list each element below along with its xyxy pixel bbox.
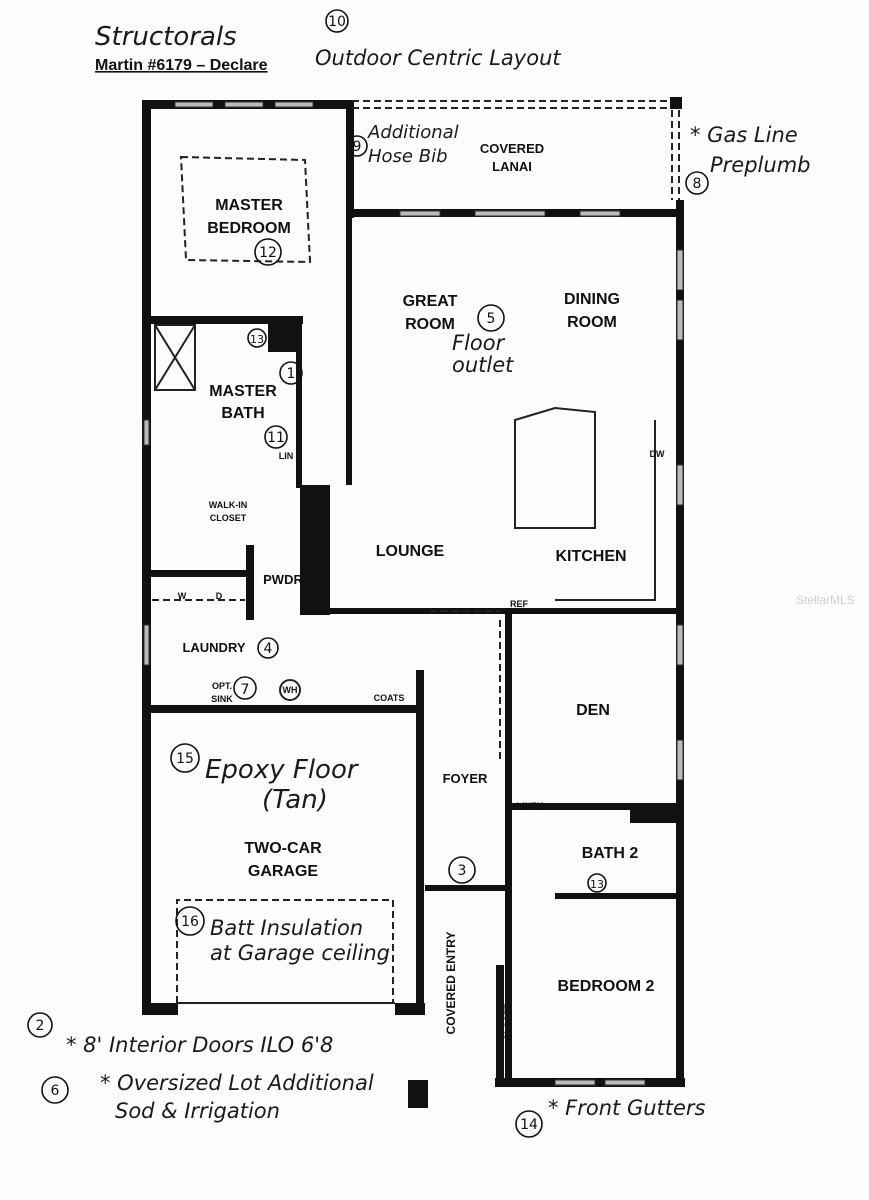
svg-text:15: 15 xyxy=(176,751,194,767)
svg-text:16: 16 xyxy=(181,914,199,930)
svg-text:Additional: Additional xyxy=(367,122,459,143)
handwritten-title: Structorals xyxy=(95,22,237,52)
room-label: LANAI xyxy=(492,159,532,174)
room-label: WALK-IN xyxy=(209,500,248,510)
fixture-label: LIN xyxy=(279,451,294,461)
room-label: LAUNDRY xyxy=(182,640,245,655)
room-label: BATH xyxy=(221,405,264,422)
room-label: BEDROOM xyxy=(207,220,291,237)
svg-text:Batt Insulation: Batt Insulation xyxy=(210,916,363,940)
fixture-label: LINEN xyxy=(517,801,544,811)
room-label: CLOSET xyxy=(210,513,247,523)
svg-text:* Oversized Lot Additional: * Oversized Lot Additional xyxy=(100,1071,374,1095)
svg-text:13: 13 xyxy=(250,333,264,346)
svg-text:13: 13 xyxy=(590,878,604,891)
room-label: FOYER xyxy=(443,771,488,786)
svg-text:(Tan): (Tan) xyxy=(262,785,328,815)
plan-name: Martin #6179 – Declare xyxy=(95,57,268,74)
note-circle xyxy=(325,9,349,33)
room-label: LOUNGE xyxy=(376,543,445,560)
room-label: DEN xyxy=(576,702,610,719)
svg-text:Hose Bib: Hose Bib xyxy=(368,146,448,167)
svg-text:* Gas Line: * Gas Line xyxy=(690,123,798,147)
svg-text:4: 4 xyxy=(264,641,273,657)
fixture-label: W xyxy=(178,591,187,601)
room-label: TWO-CAR xyxy=(244,840,322,857)
room-label: PWDR xyxy=(263,572,303,587)
room-label: MASTER xyxy=(215,197,283,214)
svg-text:9: 9 xyxy=(353,139,362,155)
svg-text:Preplumb: Preplumb xyxy=(710,153,810,177)
svg-text:Sod & Irrigation: Sod & Irrigation xyxy=(115,1099,280,1123)
svg-text:5: 5 xyxy=(487,311,496,327)
watermark: StellarMLS xyxy=(796,593,855,607)
fixture-label: D xyxy=(216,591,223,601)
svg-text:14: 14 xyxy=(520,1117,538,1133)
room-label: DINING xyxy=(564,291,620,308)
svg-text:12: 12 xyxy=(259,245,277,261)
svg-text:1: 1 xyxy=(287,366,296,382)
fixture-label: DW xyxy=(650,449,665,459)
svg-text:8: 8 xyxy=(693,176,702,192)
dashed-lines xyxy=(152,100,680,1004)
svg-text:* 8' Interior Doors ILO 6'8: * 8' Interior Doors ILO 6'8 xyxy=(66,1033,333,1057)
svg-text:at Garage ceiling: at Garage ceiling xyxy=(210,941,390,965)
fixture-label: WH xyxy=(283,685,298,695)
svg-text:6: 6 xyxy=(51,1083,60,1099)
room-label: KITCHEN xyxy=(555,548,626,565)
room-label: BEDROOM 2 xyxy=(558,978,655,995)
fixture-label: OPT. xyxy=(212,681,232,691)
room-label: GREAT xyxy=(403,293,458,310)
svg-text:7: 7 xyxy=(241,682,250,698)
room-label: MASTER xyxy=(209,383,277,400)
room-label: COVERED xyxy=(480,141,544,156)
svg-text:* Front Gutters: * Front Gutters xyxy=(548,1096,706,1120)
svg-text:2: 2 xyxy=(36,1018,45,1034)
svg-text:3: 3 xyxy=(458,863,467,879)
note-text: Outdoor Centric Layout xyxy=(315,46,561,70)
water-heater-icon xyxy=(279,679,301,701)
room-label: ROOM xyxy=(405,316,455,333)
room-label: BATH 2 xyxy=(582,845,639,862)
fixture-label: COATS xyxy=(374,693,405,703)
note-number: 10 xyxy=(328,14,346,30)
room-label: COVERED ENTRY xyxy=(444,932,458,1035)
room-label: GARAGE xyxy=(248,863,319,880)
room-label: ROOM xyxy=(567,314,617,331)
svg-text:Floor: Floor xyxy=(452,331,506,355)
windows xyxy=(143,101,684,1086)
fixture-label: CLOSET xyxy=(503,1003,513,1040)
annotations: 9 Additional Hose Bib * Gas Line Preplum… xyxy=(27,122,810,1138)
svg-text:outlet: outlet xyxy=(452,353,514,377)
svg-text:Epoxy Floor: Epoxy Floor xyxy=(205,755,360,785)
fixture-label: REF xyxy=(510,599,529,609)
svg-text:11: 11 xyxy=(267,430,285,446)
fixture-label: SINK xyxy=(211,694,233,704)
